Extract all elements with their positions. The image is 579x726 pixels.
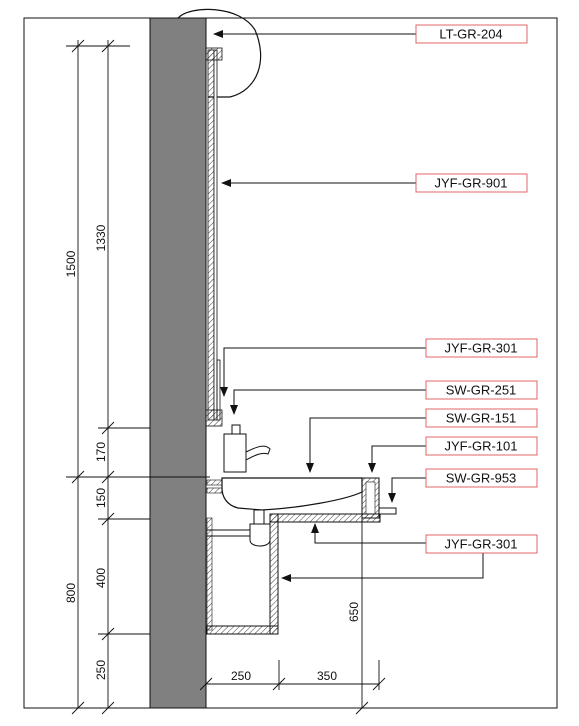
dim-1500: 1500 bbox=[64, 250, 78, 277]
tag-jyf-gr-301-upper: JYF-GR-301 bbox=[425, 338, 538, 358]
dim-250-vertical: 250 bbox=[94, 660, 108, 680]
svg-text:JYF-GR-301: JYF-GR-301 bbox=[445, 537, 518, 552]
svg-text:SW-GR-953: SW-GR-953 bbox=[446, 471, 517, 486]
faucet bbox=[223, 424, 271, 473]
concrete-wall bbox=[149, 17, 207, 709]
tag-jyf-gr-301-lower: JYF-GR-301 bbox=[425, 534, 538, 554]
drain-trap bbox=[207, 509, 271, 547]
tag-jyf-gr-101: JYF-GR-101 bbox=[425, 436, 538, 456]
svg-text:JYF-GR-301: JYF-GR-301 bbox=[445, 341, 518, 356]
svg-text:JYF-GR-901: JYF-GR-901 bbox=[435, 176, 508, 191]
dim-400: 400 bbox=[94, 568, 108, 588]
backsplash bbox=[206, 479, 223, 494]
svg-text:SW-GR-251: SW-GR-251 bbox=[446, 383, 517, 398]
dim-250-horizontal: 250 bbox=[231, 669, 251, 683]
dim-150: 150 bbox=[94, 488, 108, 508]
dim-800: 800 bbox=[64, 583, 78, 603]
tag-sw-gr-151: SW-GR-151 bbox=[425, 408, 538, 428]
tag-sw-gr-953: SW-GR-953 bbox=[425, 468, 538, 488]
drawing-frame bbox=[23, 17, 558, 709]
tag-sw-gr-251: SW-GR-251 bbox=[425, 380, 538, 400]
dimension-labels: 1500 800 1330 170 150 400 250 250 350 65… bbox=[64, 224, 361, 683]
counter-apron bbox=[361, 477, 397, 519]
tag-jyf-gr-901: JYF-GR-901 bbox=[415, 173, 528, 193]
light-fixture-arc bbox=[177, 8, 262, 98]
mirror-assembly bbox=[205, 47, 223, 427]
dim-170: 170 bbox=[94, 442, 108, 462]
svg-text:JYF-GR-101: JYF-GR-101 bbox=[445, 439, 518, 454]
svg-text:SW-GR-151: SW-GR-151 bbox=[446, 411, 517, 426]
dimension-lines bbox=[66, 39, 386, 715]
dim-650: 650 bbox=[347, 602, 361, 622]
svg-text:LT-GR-204: LT-GR-204 bbox=[439, 27, 502, 42]
tag-lt-gr-204: LT-GR-204 bbox=[415, 24, 528, 44]
dim-350: 350 bbox=[317, 669, 337, 683]
basin bbox=[221, 477, 363, 511]
dim-1330: 1330 bbox=[94, 224, 108, 251]
tag-leaders bbox=[213, 30, 484, 582]
vanity-cabinet bbox=[206, 513, 381, 635]
